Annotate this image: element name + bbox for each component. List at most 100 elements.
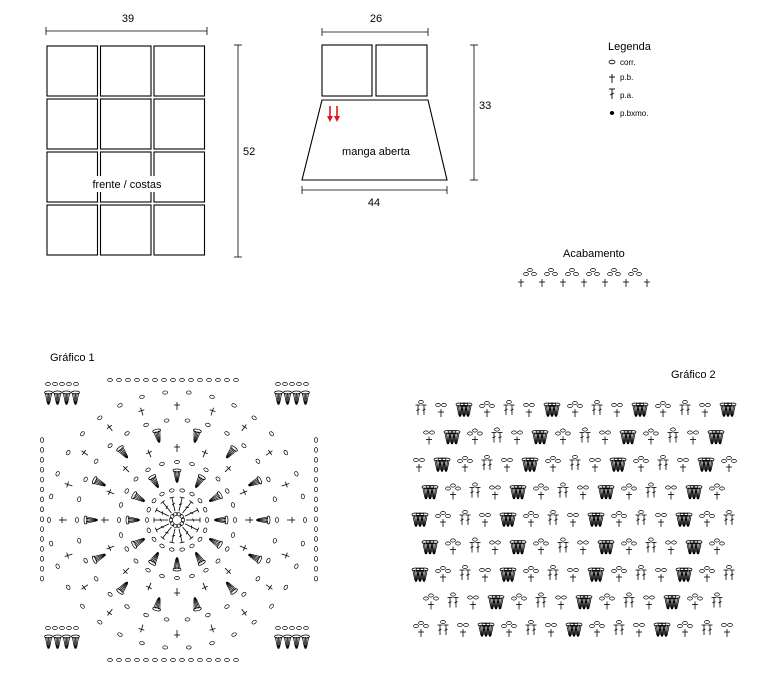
single-crochet-mark bbox=[614, 409, 620, 417]
chain-stitch-mark bbox=[671, 540, 677, 545]
legend-item-label: corr. bbox=[620, 58, 636, 67]
single-crochet-mark bbox=[560, 279, 566, 287]
chain-stitch-mark bbox=[616, 620, 622, 624]
cluster-stitch-mark bbox=[583, 595, 593, 610]
double-crochet-mark bbox=[729, 514, 735, 525]
chain-stitch-mark bbox=[231, 632, 237, 637]
cluster-stitch-mark bbox=[274, 634, 283, 649]
cluster-stitch-mark bbox=[148, 474, 159, 488]
cluster-stitch-mark bbox=[421, 485, 431, 500]
chain-stitch-mark bbox=[643, 431, 649, 436]
body-height-dimension bbox=[234, 44, 242, 258]
sleeve-height-dimension bbox=[470, 44, 478, 181]
chain-stitch-mark bbox=[484, 401, 490, 405]
chain-stitch-mark bbox=[533, 541, 539, 546]
chain-stitch-mark bbox=[314, 516, 318, 522]
cluster-stitch-mark bbox=[193, 428, 202, 443]
cluster-stitch-mark bbox=[419, 512, 429, 527]
chain-stitch-mark bbox=[609, 596, 615, 601]
chain-stitch-mark bbox=[418, 400, 424, 404]
sleeve-height-label: 33 bbox=[479, 100, 491, 112]
double-crochet-mark bbox=[421, 404, 427, 415]
body-motif-square bbox=[46, 204, 99, 256]
single-crochet-mark bbox=[626, 491, 632, 500]
single-crochet-mark bbox=[106, 424, 113, 432]
chain-stitch-mark bbox=[643, 595, 649, 600]
chain-stitch-mark bbox=[479, 404, 485, 408]
chain-stitch-mark bbox=[163, 418, 170, 423]
chain-stitch-mark bbox=[241, 591, 247, 597]
cluster-stitch-mark bbox=[723, 402, 733, 417]
chain-stitch-mark bbox=[638, 565, 644, 569]
chain-stitch-mark bbox=[169, 513, 175, 519]
chain-stitch-mark bbox=[40, 536, 44, 542]
chain-stitch-mark bbox=[40, 516, 44, 522]
single-crochet-mark bbox=[560, 436, 566, 445]
chain-stitch-mark bbox=[682, 400, 688, 404]
chain-stitch-mark bbox=[616, 511, 622, 515]
chain-stitch-mark bbox=[40, 546, 44, 552]
chain-stitch-mark bbox=[721, 623, 727, 627]
chain-stitch-mark bbox=[40, 496, 44, 503]
chain-stitch-mark bbox=[124, 546, 129, 552]
chain-stitch-mark bbox=[445, 569, 451, 573]
double-crochet-mark bbox=[619, 624, 625, 635]
chain-stitch-mark bbox=[653, 431, 659, 436]
chain-stitch-mark bbox=[203, 568, 209, 573]
chain-stitch-mark bbox=[206, 658, 212, 662]
chain-stitch-mark bbox=[93, 576, 99, 582]
chain-stitch-mark bbox=[462, 565, 468, 569]
cluster-stitch-mark bbox=[92, 476, 106, 487]
chain-stitch-mark bbox=[599, 624, 605, 628]
cluster-stitch-mark bbox=[667, 595, 677, 610]
chain-stitch-mark bbox=[484, 455, 490, 459]
chain-stitch-mark bbox=[485, 513, 491, 517]
chain-stitch-mark bbox=[649, 595, 655, 600]
sleeve-panel: 26 manga aberta 33 44 bbox=[301, 13, 491, 209]
slip-stitch-dot-icon bbox=[609, 111, 615, 115]
sleeve-top-dimension bbox=[321, 28, 429, 36]
chain-stitch-mark bbox=[40, 506, 44, 513]
chain-stitch-mark bbox=[231, 403, 237, 408]
chain-stitch-mark bbox=[189, 543, 195, 549]
double-crochet-mark bbox=[154, 523, 170, 533]
cluster-stitch-mark bbox=[83, 515, 98, 525]
chain-stitch-mark bbox=[628, 272, 634, 276]
double-crochet-mark bbox=[447, 597, 453, 608]
chain-stitch-mark bbox=[189, 461, 195, 466]
double-crochet-mark bbox=[443, 624, 449, 635]
single-crochet-mark bbox=[704, 519, 710, 527]
double-crochet-mark bbox=[575, 459, 581, 470]
chain-stitch-mark bbox=[626, 592, 632, 597]
chain-stitch-mark bbox=[289, 382, 295, 386]
chain-stitch-mark bbox=[731, 459, 737, 463]
cluster-stitch-mark bbox=[529, 457, 539, 472]
chain-stitch-mark bbox=[143, 378, 149, 382]
chain-stitch-mark bbox=[205, 422, 211, 427]
chain-stitch-mark bbox=[124, 488, 129, 494]
single-crochet-mark bbox=[202, 582, 208, 591]
double-crochet-mark bbox=[497, 432, 503, 443]
chain-stitch-mark bbox=[118, 502, 123, 508]
chain-stitch-mark bbox=[283, 450, 289, 456]
chain-stitch-mark bbox=[73, 382, 79, 386]
chain-stitch-mark bbox=[661, 568, 667, 572]
chain-stitch-mark bbox=[151, 498, 157, 504]
single-crochet-mark bbox=[209, 624, 216, 633]
double-crochet-mark bbox=[585, 432, 591, 443]
cluster-stitch-mark bbox=[455, 402, 465, 417]
chain-stitch-mark bbox=[80, 603, 85, 609]
chain-stitch-mark bbox=[726, 456, 732, 460]
chain-stitch-mark bbox=[523, 569, 529, 573]
double-crochet-mark bbox=[641, 569, 647, 580]
double-crochet-mark bbox=[160, 500, 172, 514]
chain-stitch-mark bbox=[605, 430, 611, 435]
chain-stitch-mark bbox=[573, 513, 579, 517]
chain-stitch-mark bbox=[77, 496, 82, 502]
cluster-stitch-mark bbox=[661, 622, 671, 637]
cluster-stitch-mark bbox=[639, 402, 649, 417]
single-crochet-mark bbox=[514, 436, 520, 445]
chain-stitch-mark bbox=[531, 272, 537, 276]
chain-stitch-mark bbox=[428, 593, 434, 598]
single-crochet-mark bbox=[426, 436, 432, 445]
